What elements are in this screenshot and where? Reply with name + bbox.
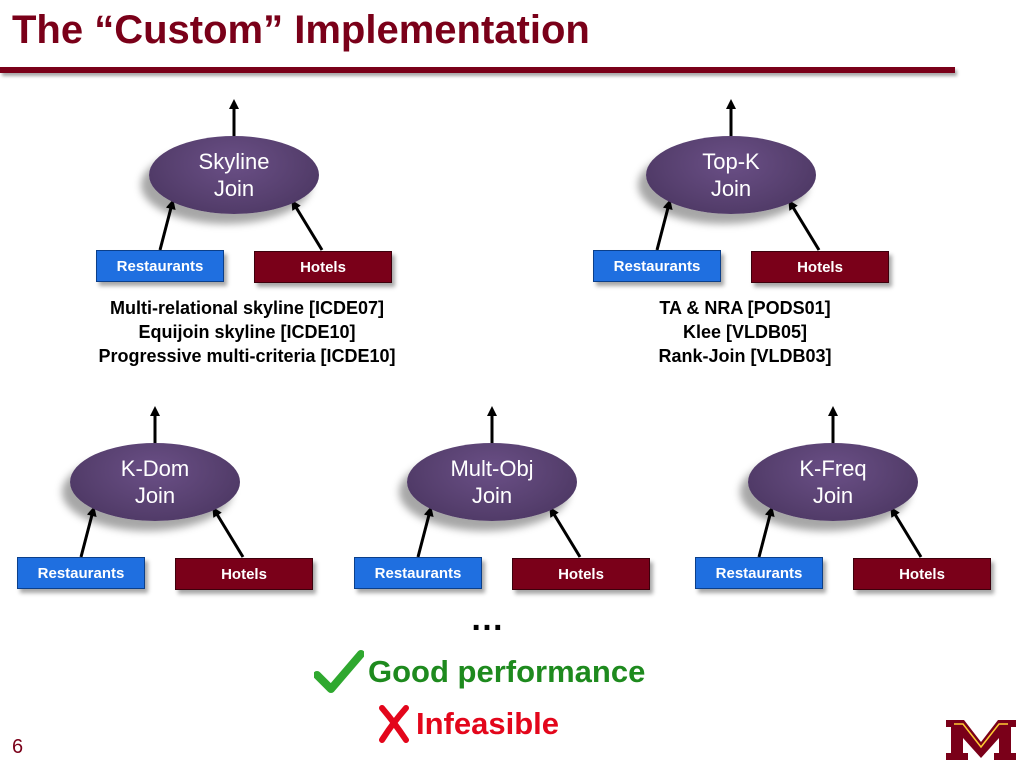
input-arrow-left (757, 506, 775, 558)
hotels-box: Hotels (512, 558, 650, 590)
hotels-box: Hotels (254, 251, 392, 283)
input-arrow-left (416, 506, 434, 558)
join-label-line2: Join (710, 176, 752, 201)
infeasible-label: Infeasible (416, 706, 559, 741)
title-underline (0, 67, 955, 73)
restaurants-box: Restaurants (96, 250, 224, 282)
topk-join-node: Top-K Join (646, 136, 816, 214)
slide-title: The “Custom” Implementation (12, 8, 590, 52)
join-label-line1: Mult-Obj (450, 456, 534, 481)
reference-line: Equijoin skyline [ICDE10] (138, 322, 356, 342)
multobj-join-node: Mult-Obj Join (407, 443, 577, 521)
ellipsis: … (470, 600, 504, 638)
input-arrow-right (212, 506, 245, 558)
cross-icon (379, 705, 409, 743)
university-logo (946, 720, 1016, 760)
legend-good: Good performance (314, 650, 645, 694)
reference-line: Multi-relational skyline [ICDE07] (109, 298, 385, 318)
reference-line: Rank-Join [VLDB03] (658, 346, 832, 366)
skyline-join-node: Skyline Join (149, 136, 319, 214)
hotels-box: Hotels (853, 558, 991, 590)
input-arrow-left (158, 199, 176, 251)
reference-line: Klee [VLDB05] (682, 322, 808, 342)
reference-line: Progressive multi-criteria [ICDE10] (98, 346, 396, 366)
reference-line: TA & NRA [PODS01] (659, 298, 831, 318)
input-arrow-right (549, 506, 582, 558)
topk-references: TA & NRA [PODS01] Klee [VLDB05] Rank-Joi… (600, 296, 890, 368)
page-number: 6 (12, 736, 24, 758)
input-arrow-left (655, 199, 673, 251)
join-label-line1: K-Dom (120, 456, 190, 481)
hotels-box: Hotels (751, 251, 889, 283)
join-label-line2: Join (471, 483, 513, 508)
restaurants-box: Restaurants (354, 557, 482, 589)
restaurants-box: Restaurants (695, 557, 823, 589)
check-icon (314, 650, 364, 693)
hotels-box: Hotels (175, 558, 313, 590)
join-label-line2: Join (812, 483, 854, 508)
input-arrow-right (788, 199, 821, 251)
join-label-line2: Join (213, 176, 255, 201)
join-label-line1: K-Freq (799, 456, 867, 481)
join-label-line2: Join (134, 483, 176, 508)
legend-bad: Infeasible (376, 704, 559, 744)
join-label-line1: Top-K (702, 149, 760, 174)
input-arrow-right (890, 506, 923, 558)
kdom-join-node: K-Dom Join (70, 443, 240, 521)
skyline-references: Multi-relational skyline [ICDE07] Equijo… (66, 296, 428, 368)
restaurants-box: Restaurants (593, 250, 721, 282)
join-label-line1: Skyline (198, 149, 270, 174)
input-arrow-right (291, 199, 324, 251)
input-arrow-left (79, 506, 97, 558)
kfreq-join-node: K-Freq Join (748, 443, 918, 521)
restaurants-box: Restaurants (17, 557, 145, 589)
good-performance-label: Good performance (368, 654, 646, 689)
